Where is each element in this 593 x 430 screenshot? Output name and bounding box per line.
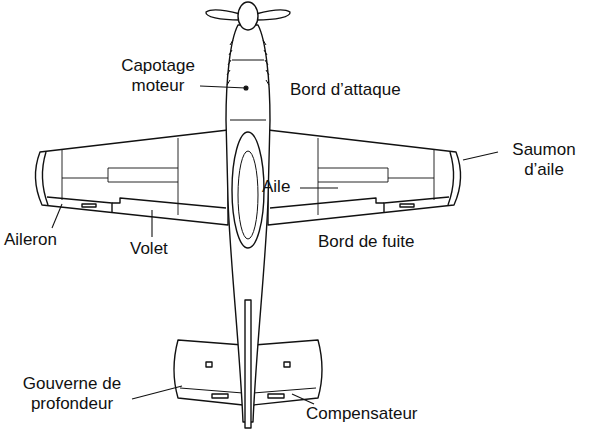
canopy xyxy=(232,132,264,248)
part-label: Gouverne de profondeur xyxy=(2,374,142,414)
leader-line xyxy=(52,204,62,228)
spinner xyxy=(238,2,258,30)
vertical-fin xyxy=(245,300,251,428)
leader-line xyxy=(300,187,338,188)
part-label: Bord de fuite xyxy=(318,232,458,252)
leader-line xyxy=(463,152,498,160)
stabilizer-panel xyxy=(206,362,212,367)
stabilizer-panel xyxy=(284,362,290,367)
left-stabilizer xyxy=(174,340,243,405)
propeller-blade xyxy=(206,10,240,20)
propeller-blade xyxy=(256,10,290,20)
aileron-line xyxy=(47,197,112,212)
part-label: Capotage moteur xyxy=(112,56,204,96)
aileron-tab xyxy=(82,204,96,207)
left-wing xyxy=(35,130,228,225)
aileron-line xyxy=(384,197,449,212)
part-label: Bord d’attaque xyxy=(290,80,460,100)
leader-dot xyxy=(244,86,248,90)
right-stabilizer xyxy=(253,340,322,405)
canopy-frame xyxy=(238,151,258,239)
part-label: Saumon d’aile xyxy=(500,140,588,180)
leader-line xyxy=(151,210,152,237)
trim-tab xyxy=(268,394,284,398)
flap-line xyxy=(270,198,384,208)
right-wing xyxy=(268,130,461,225)
part-label: Volet xyxy=(130,239,190,259)
fuselage-line xyxy=(230,60,266,120)
exhaust-stacks xyxy=(227,40,269,85)
aileron-tab xyxy=(400,204,414,207)
part-label: Compensateur xyxy=(306,404,456,424)
trim-tab xyxy=(212,394,228,398)
leader-line xyxy=(132,386,182,399)
flap-line xyxy=(112,198,226,208)
leader-line xyxy=(200,86,246,88)
leader-line xyxy=(292,394,314,404)
part-label: Aile xyxy=(262,177,302,197)
part-label: Aileron xyxy=(4,230,84,250)
